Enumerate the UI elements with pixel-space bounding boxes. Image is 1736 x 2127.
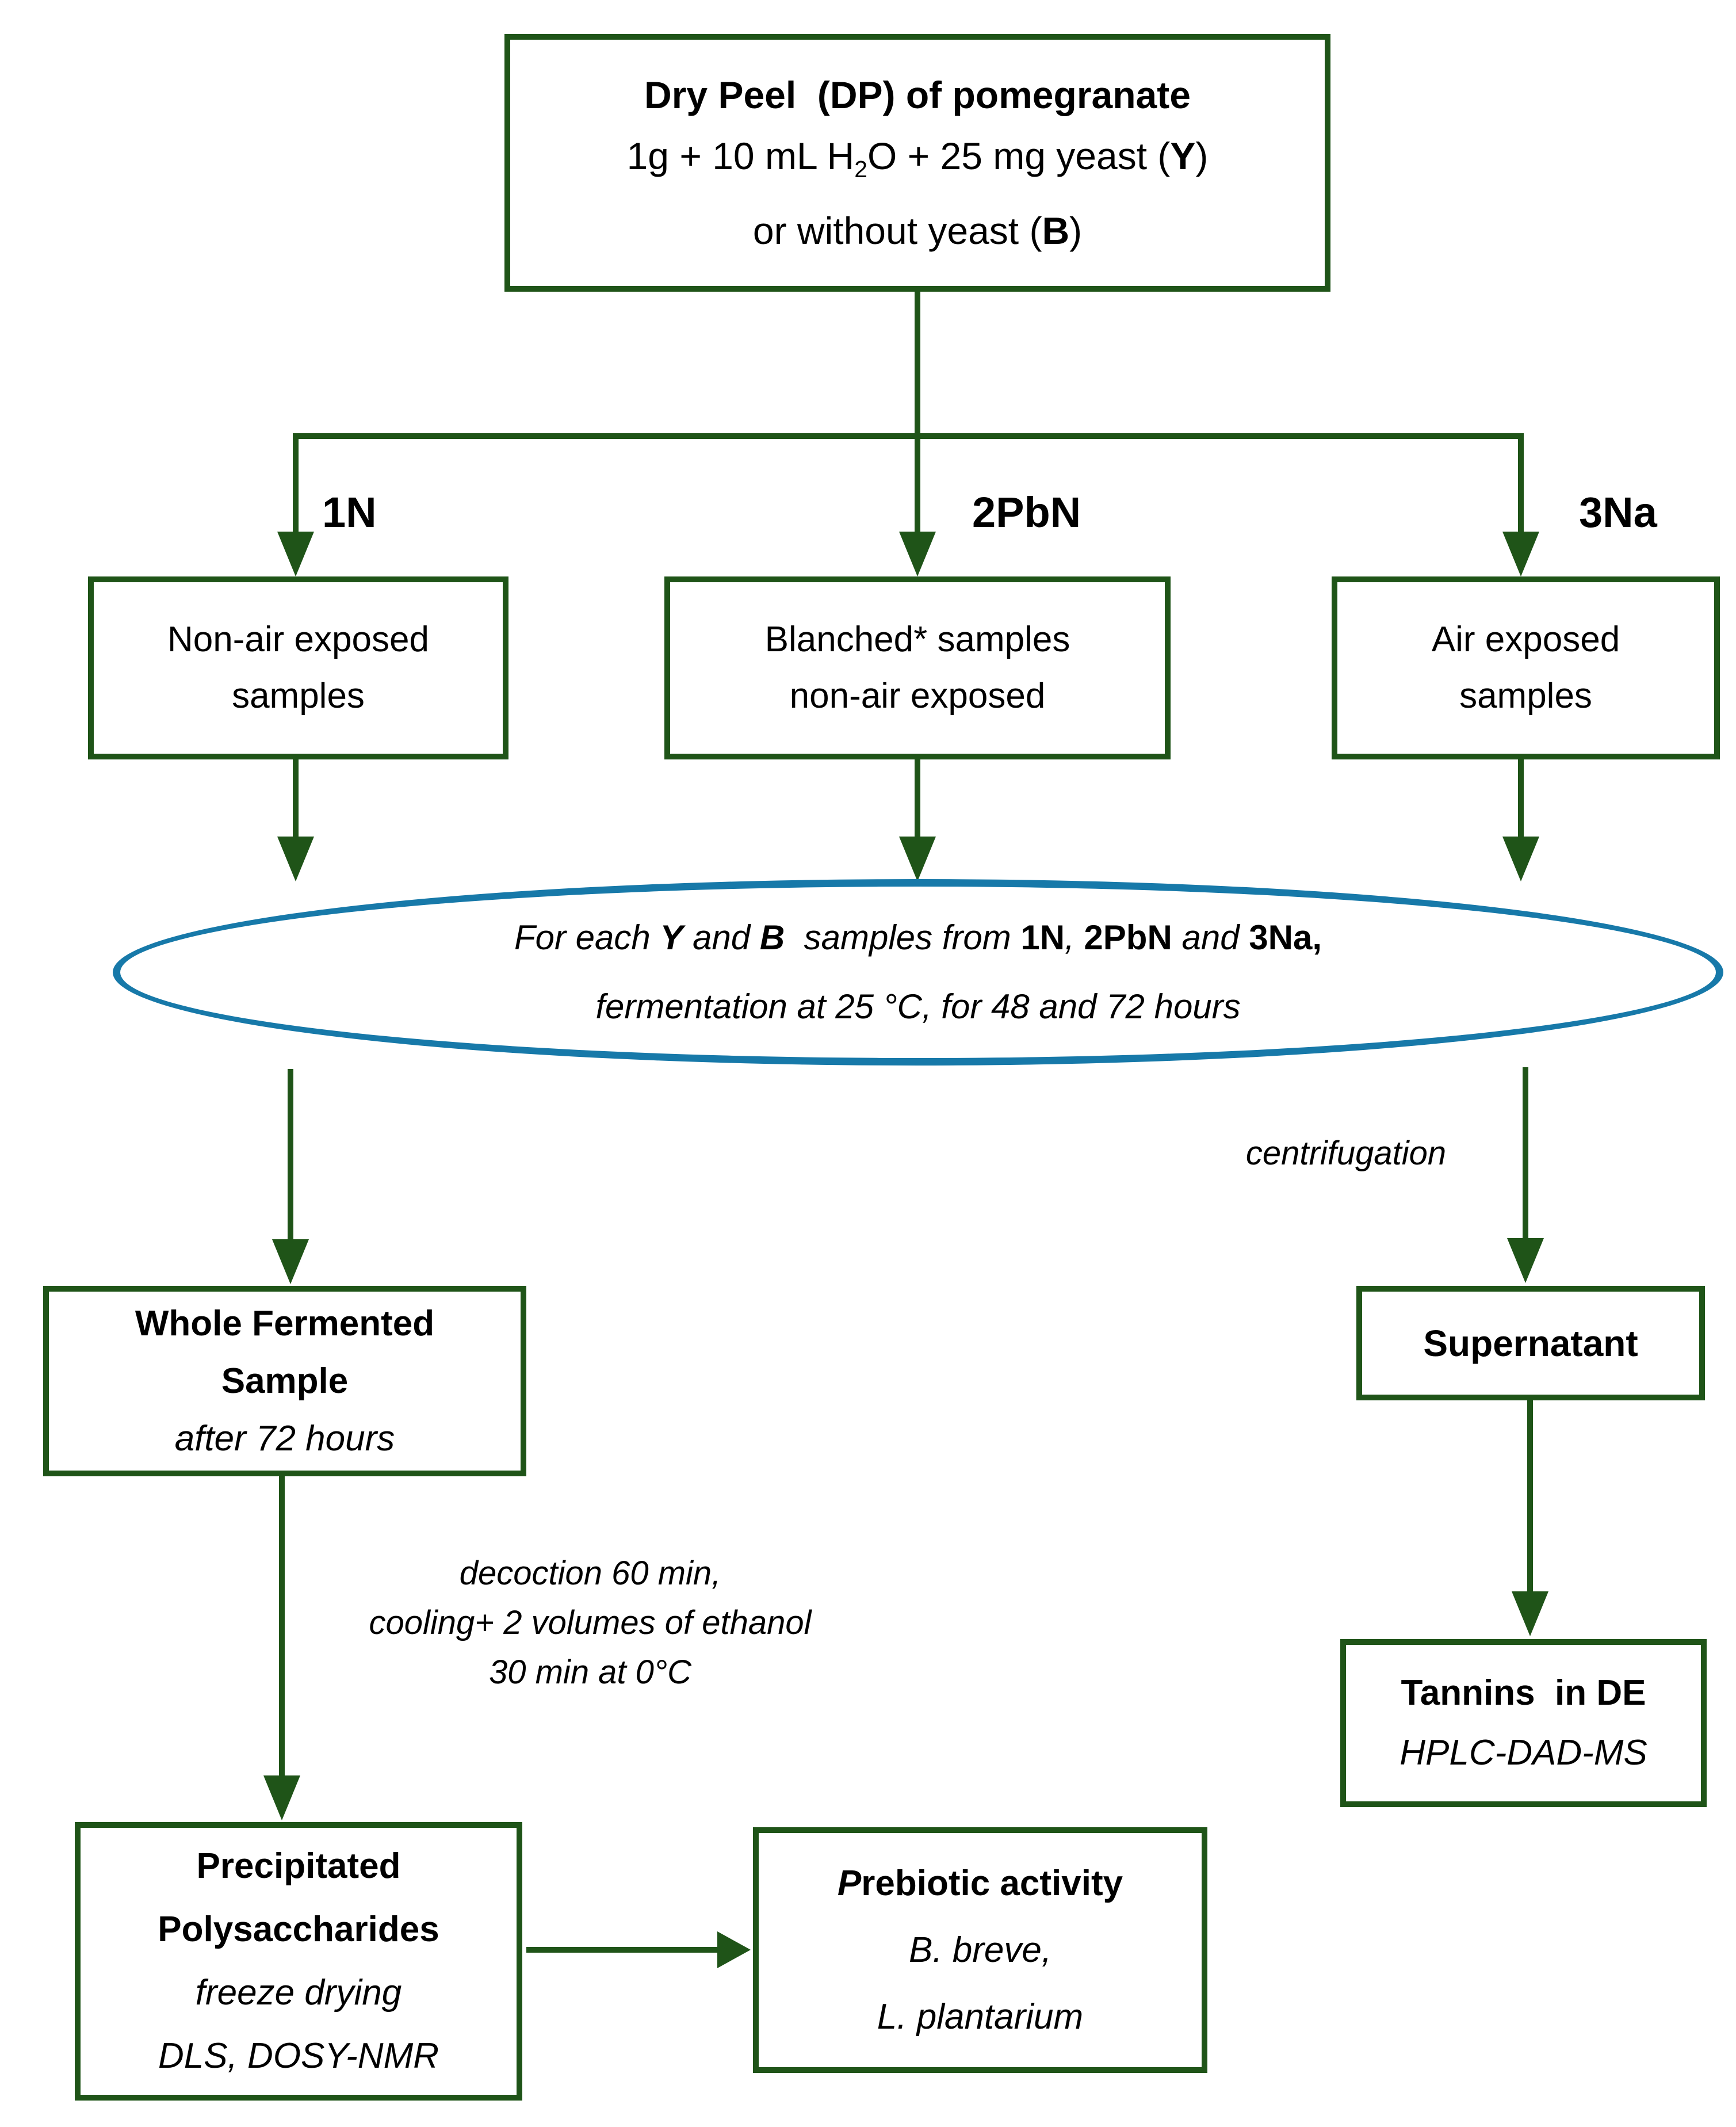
whole-fermented-line1: Whole Fermented xyxy=(135,1303,435,1343)
node-air-exposed: Air exposed samples xyxy=(1332,576,1720,759)
arrowhead-supernatant-to-tannins xyxy=(1512,1591,1548,1636)
precipitated-line4: DLS, DOSY-NMR xyxy=(158,2036,439,2076)
arrowhead-ellipse-to-supernatant xyxy=(1507,1238,1544,1283)
arrowhead-airexposed-to-ellipse xyxy=(1502,837,1539,881)
prebiotic-line1: Prebiotic activity xyxy=(837,1863,1123,1903)
dry-peel-recipe: 1g + 10 mL H2O + 25 mg yeast (Y) xyxy=(626,135,1209,183)
decoction-line1: decoction 60 min, xyxy=(459,1555,721,1592)
prebiotic-line2: B. breve, xyxy=(908,1930,1052,1970)
node-prebiotic-activity: Prebiotic activity B. breve, L. plantari… xyxy=(753,1827,1207,2073)
dry-peel-alt: or without yeast (B) xyxy=(752,209,1083,252)
non-air-line1: Non-air exposed xyxy=(167,620,429,659)
connector-branch-right xyxy=(1518,433,1524,538)
blanched-line2: non-air exposed xyxy=(789,676,1046,716)
node-supernatant: Supernatant xyxy=(1356,1286,1705,1400)
node-blanched: Blanched* samples non-air exposed xyxy=(664,576,1171,759)
ellipse-fermentation: For each Y and B samples from 1N, 2PbN a… xyxy=(113,879,1723,1066)
decoction-line2: cooling+ 2 volumes of ethanol xyxy=(369,1604,812,1641)
connector-nonair-to-ellipse xyxy=(293,759,299,840)
air-exposed-line1: Air exposed xyxy=(1431,620,1620,659)
blanched-line1: Blanched* samples xyxy=(764,620,1070,659)
precipitated-line3: freeze drying xyxy=(195,1973,402,2013)
fermentation-line1: For each Y and B samples from 1N, 2PbN a… xyxy=(514,918,1322,957)
precipitated-line2: Polysaccharides xyxy=(158,1910,439,1949)
arrowhead-nonair-to-ellipse xyxy=(277,837,314,881)
connector-ellipse-to-supernatant xyxy=(1523,1067,1528,1242)
node-precipitated-polysaccharides: Precipitated Polysaccharides freeze dryi… xyxy=(75,1822,522,2101)
arrowhead-branch-left xyxy=(277,532,314,576)
supernatant-label: Supernatant xyxy=(1423,1322,1638,1364)
connector-blanched-to-ellipse xyxy=(915,759,920,840)
connector-branch-left xyxy=(293,433,299,538)
non-air-line2: samples xyxy=(232,676,365,716)
air-exposed-line2: samples xyxy=(1459,676,1592,716)
connector-precipitated-to-prebiotic xyxy=(526,1947,719,1953)
connector-whole-to-precipitated xyxy=(279,1476,285,1779)
precipitated-line1: Precipitated xyxy=(196,1846,401,1886)
fermentation-line2: fermentation at 25 °C, for 48 and 72 hou… xyxy=(595,987,1241,1026)
node-non-air-exposed: Non-air exposed samples xyxy=(88,576,508,759)
dry-peel-title: Dry Peel (DP) of pomegranate xyxy=(644,74,1191,117)
arrowhead-branch-center xyxy=(899,532,936,576)
label-decoction: decoction 60 min, cooling+ 2 volumes of … xyxy=(331,1549,849,1697)
connector-branch-horizontal xyxy=(293,433,1524,439)
prebiotic-line3: L. plantarium xyxy=(877,1996,1084,2037)
branch-label-1n: 1N xyxy=(322,488,377,536)
node-whole-fermented-sample: Whole Fermented Sample after 72 hours xyxy=(43,1286,526,1476)
decoction-line3: 30 min at 0°C xyxy=(488,1654,692,1691)
connector-top-to-branch xyxy=(915,291,920,538)
arrowhead-precipitated-to-prebiotic xyxy=(717,1931,751,1968)
arrowhead-blanched-to-ellipse xyxy=(899,837,936,881)
tannins-line2: HPLC-DAD-MS xyxy=(1399,1733,1647,1773)
arrowhead-whole-to-precipitated xyxy=(263,1775,300,1820)
arrowhead-branch-right xyxy=(1502,532,1539,576)
branch-label-2pbn: 2PbN xyxy=(972,488,1081,536)
label-centrifugation: centrifugation xyxy=(1245,1135,1447,1172)
connector-ellipse-to-whole xyxy=(288,1069,293,1243)
node-dry-peel: Dry Peel (DP) of pomegranate 1g + 10 mL … xyxy=(504,34,1330,292)
tannins-line1: Tannins in DE xyxy=(1401,1673,1646,1713)
whole-fermented-line2: Sample xyxy=(221,1361,349,1401)
arrowhead-ellipse-to-whole xyxy=(272,1239,309,1284)
connector-airexposed-to-ellipse xyxy=(1518,759,1524,840)
node-tannins: Tannins in DE HPLC-DAD-MS xyxy=(1340,1639,1707,1807)
connector-supernatant-to-tannins xyxy=(1527,1400,1533,1595)
whole-fermented-line3: after 72 hours xyxy=(174,1418,395,1458)
branch-label-3na: 3Na xyxy=(1579,488,1657,536)
